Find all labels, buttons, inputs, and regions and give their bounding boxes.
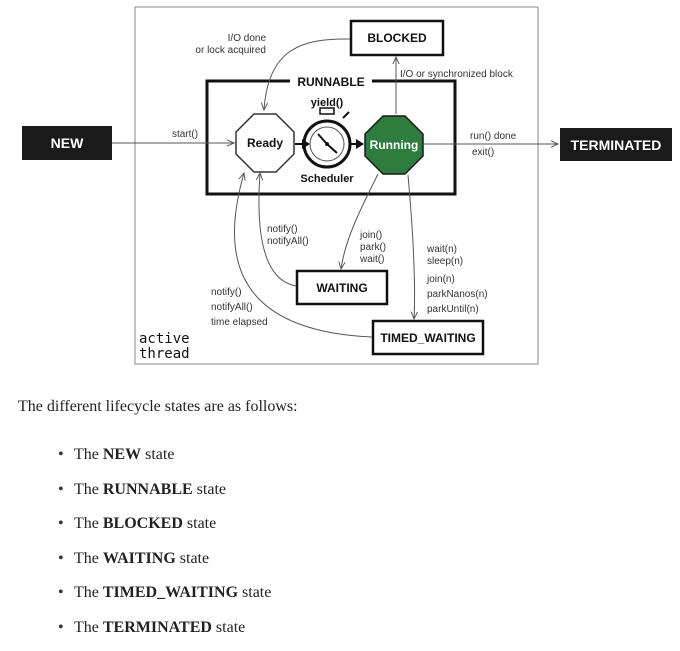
- wait-label: wait(): [359, 254, 384, 265]
- runnable-label: RUNNABLE: [297, 75, 364, 89]
- running-label: Running: [370, 138, 419, 152]
- thread-lifecycle-diagram: RUNNABLE NEW TERMINATED BLOCKED WAITING …: [0, 0, 680, 380]
- blocked-state-label: BLOCKED: [367, 31, 427, 45]
- intro-text: The different lifecycle states are as fo…: [18, 398, 298, 416]
- thread-label: thread: [139, 346, 190, 362]
- join-label: join(): [359, 230, 382, 241]
- timed-join-label: join(n): [426, 274, 455, 285]
- timed-parkuntil-label: parkUntil(n): [427, 304, 479, 315]
- run-done-label: run() done: [470, 131, 517, 142]
- list-item: The TERMINATED state: [58, 617, 271, 651]
- park-label: park(): [360, 242, 386, 253]
- states-list: The NEW state The RUNNABLE state The BLO…: [58, 444, 271, 651]
- waiting-state-label: WAITING: [316, 281, 367, 295]
- terminated-state-label: TERMINATED: [571, 137, 662, 153]
- scheduler-label: Scheduler: [300, 173, 354, 185]
- io-sync-label: I/O or synchronized block: [400, 69, 514, 80]
- notifyall-timed-label: notifyAll(): [211, 302, 253, 313]
- io-done-label-1: I/O done: [228, 33, 267, 44]
- io-done-label-2: or lock acquired: [195, 45, 266, 56]
- start-transition-label: start(): [172, 129, 198, 140]
- list-item: The BLOCKED state: [58, 513, 271, 548]
- list-item: The NEW state: [58, 444, 271, 479]
- exit-label: exit(): [472, 147, 494, 158]
- list-item: The RUNNABLE state: [58, 479, 271, 514]
- timed-parknanos-label: parkNanos(n): [427, 289, 488, 300]
- active-label: active: [139, 331, 190, 347]
- new-state-label: NEW: [51, 135, 84, 151]
- notifyall-waiting-label: notifyAll(): [267, 236, 309, 247]
- list-item: The WAITING state: [58, 548, 271, 583]
- notify-waiting-label: notify(): [267, 224, 298, 235]
- list-item: The TIMED_WAITING state: [58, 582, 271, 617]
- time-elapsed-label: time elapsed: [211, 317, 268, 328]
- timed-wait-label: wait(n): [426, 244, 457, 255]
- ready-label: Ready: [247, 136, 283, 150]
- timed-waiting-state-label: TIMED_WAITING: [380, 331, 475, 345]
- yield-label: yield(): [311, 97, 344, 109]
- timed-sleep-label: sleep(n): [427, 256, 463, 267]
- notify-timed-label: notify(): [211, 287, 242, 298]
